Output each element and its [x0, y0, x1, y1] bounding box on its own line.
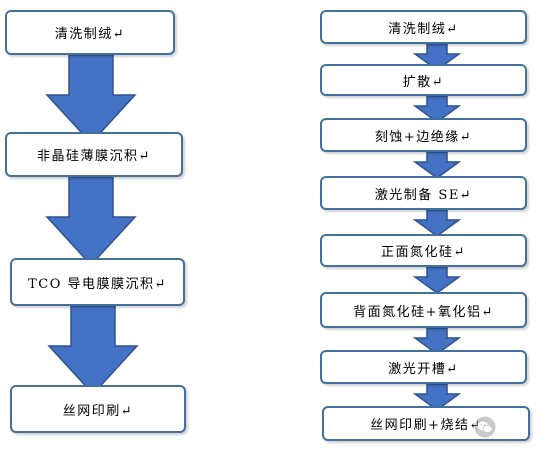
down-arrow-icon: [412, 209, 462, 237]
down-arrow-icon: [45, 176, 137, 267]
down-arrow-icon: [412, 43, 462, 71]
down-arrow-icon: [45, 54, 137, 145]
down-arrow-icon: [412, 151, 462, 179]
right-step-5: 正面氮化硅↵: [320, 234, 527, 267]
down-arrow-icon: [412, 95, 462, 123]
right-step-1: 清洗制绒↵: [320, 10, 527, 44]
right-step-6: 背面氮化硅+氧化铝↵: [320, 292, 527, 328]
right-step-4: 激光制备 SE↵: [320, 176, 527, 210]
down-arrow-icon: [412, 266, 462, 294]
down-arrow-icon: [47, 305, 139, 396]
left-step-2: 非晶硅薄膜沉积↵: [5, 132, 183, 177]
left-step-1: 清洗制绒↵: [5, 10, 175, 55]
wechat-logo-icon: [474, 416, 496, 438]
left-step-3: TCO 导电膜膜沉积↵: [10, 258, 185, 306]
right-step-3: 刻蚀+边绝缘↵: [320, 118, 527, 152]
right-step-7: 激光开槽↵: [320, 350, 527, 384]
right-step-8: 丝网印刷+烧结↵: [322, 406, 530, 441]
right-step-2: 扩散↵: [320, 64, 527, 96]
left-step-4: 丝网印刷↵: [10, 385, 186, 433]
down-arrow-icon: [412, 383, 462, 411]
down-arrow-icon: [412, 327, 462, 355]
